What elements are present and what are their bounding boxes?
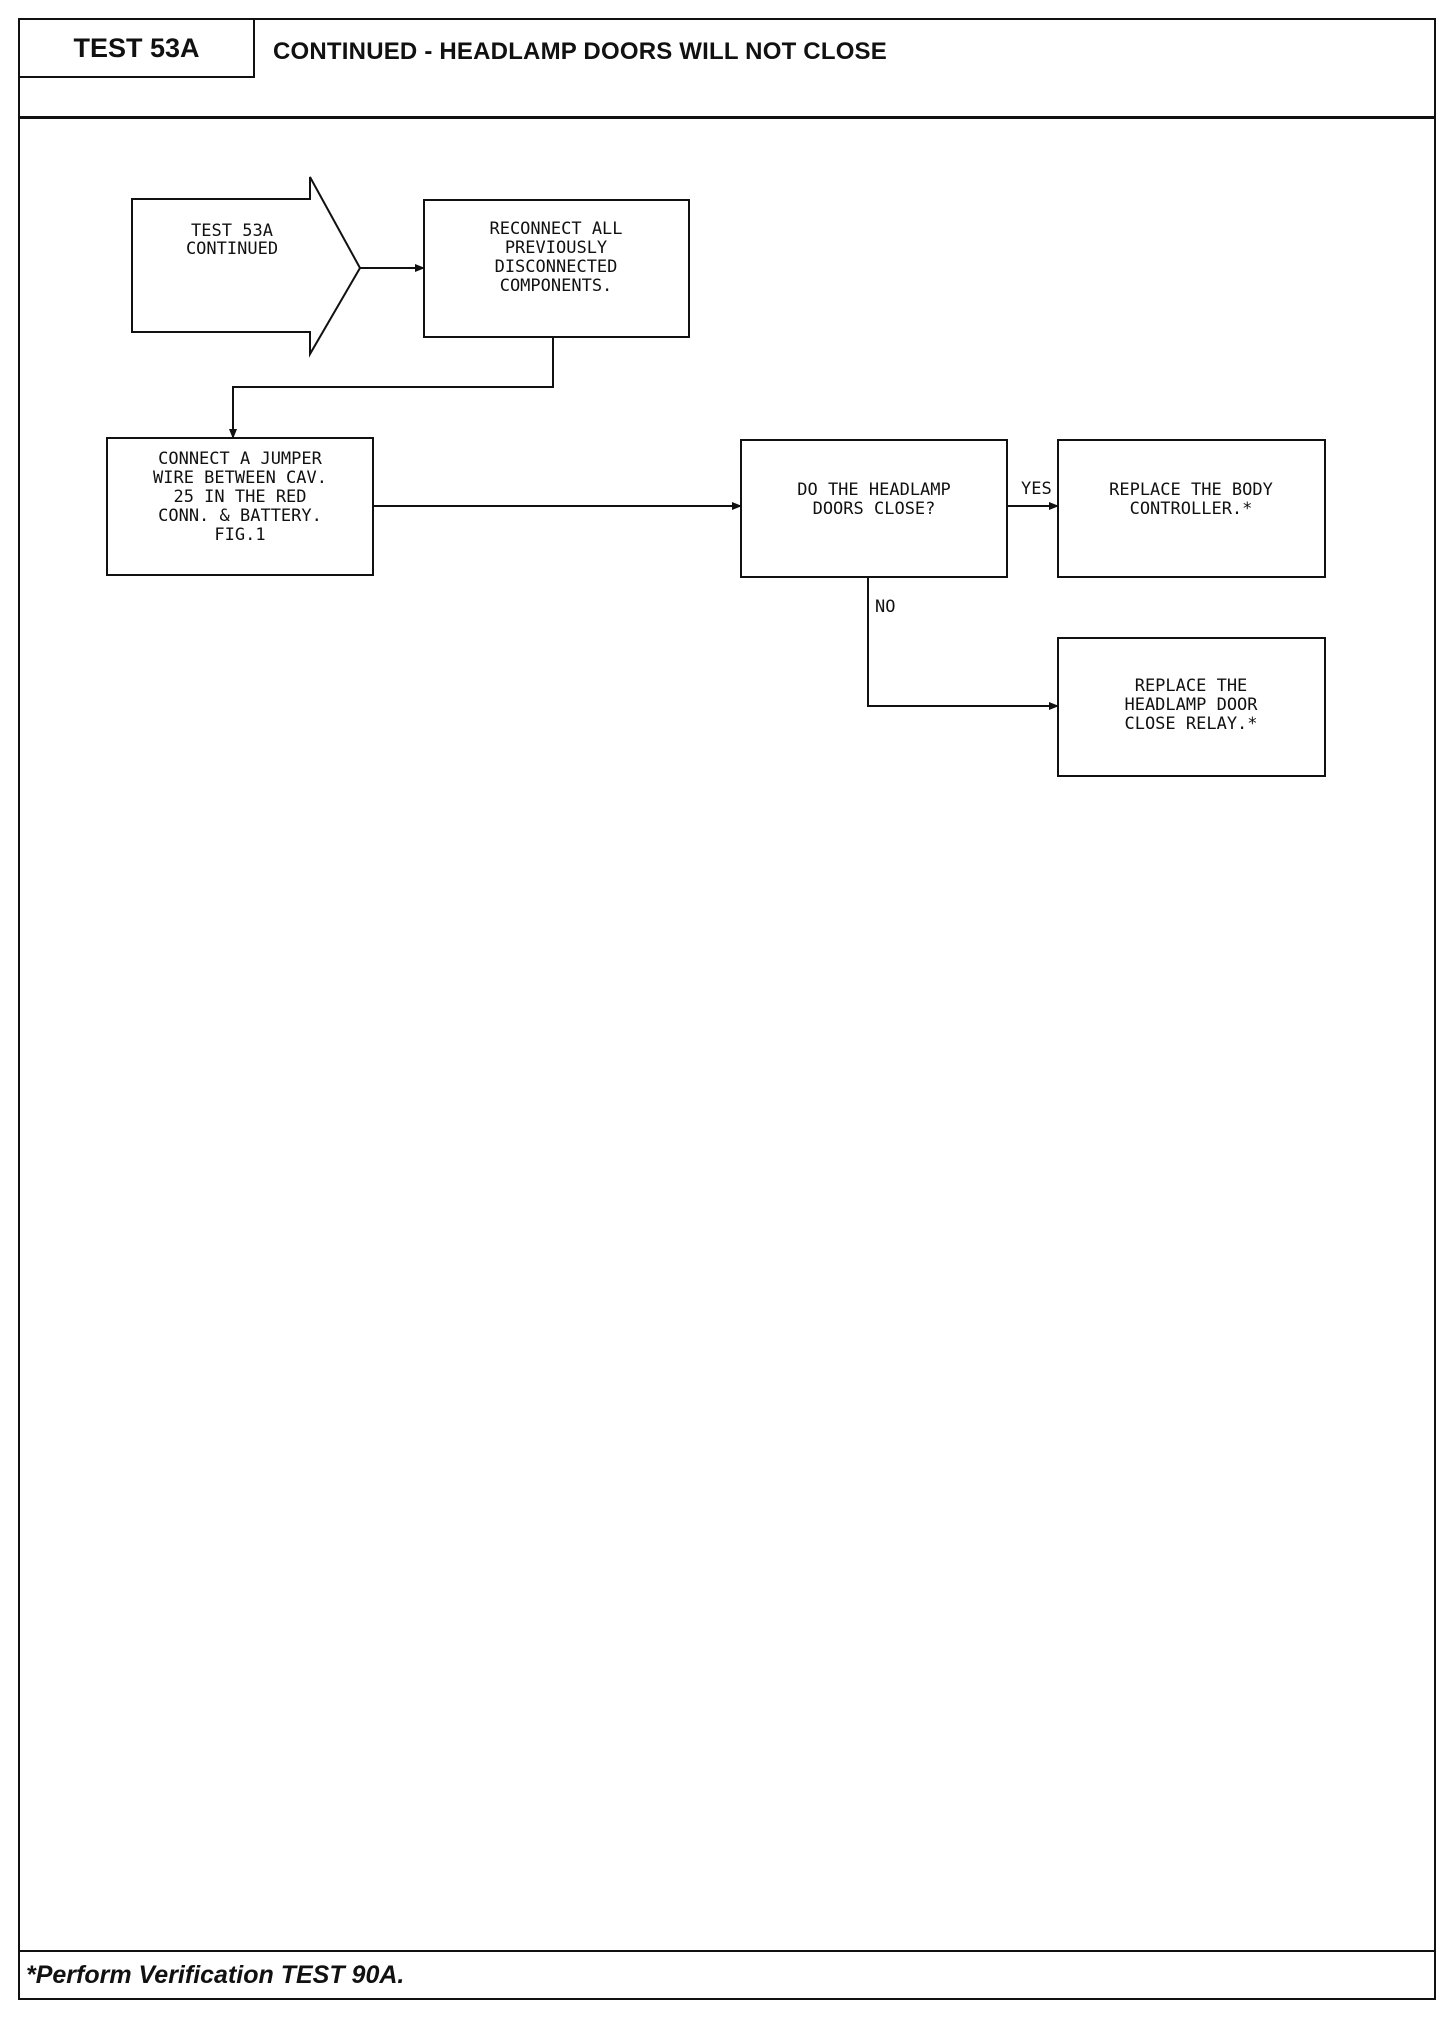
verification-note: *Perform Verification TEST 90A. (26, 1961, 405, 1989)
replace-relay-line-2: HEADLAMP DOOR (1124, 695, 1258, 715)
replace-relay-box (1057, 637, 1326, 777)
jumper-line-4: CONN. & BATTERY. (158, 506, 322, 526)
sheet-footer: *Perform Verification TEST 90A. (20, 1950, 1434, 1998)
reconnect-line-2: PREVIOUSLY (505, 238, 607, 258)
replace-body-controller-node: REPLACE THE BODY CONTROLLER.* (1057, 439, 1326, 578)
reconnect-line-3: DISCONNECTED (495, 257, 618, 277)
entry-arrow-shape (131, 176, 362, 358)
reconnect-node: RECONNECT ALL PREVIOUSLY DISCONNECTED CO… (423, 199, 690, 338)
replace-body-controller-box (1057, 439, 1326, 578)
sheet-header: TEST 53A CONTINUED - HEADLAMP DOORS WILL… (20, 20, 1434, 119)
reconnect-line-4: COMPONENTS. (500, 276, 613, 296)
entry-node: TEST 53A CONTINUED (131, 176, 362, 358)
decision-node: DO THE HEADLAMP DOORS CLOSE? (740, 439, 1008, 578)
jumper-line-3: 25 IN THE RED (173, 487, 306, 507)
edge-decision-no (867, 577, 1059, 710)
decision-line-1: DO THE HEADLAMP (797, 480, 951, 500)
replace-relay-line-3: CLOSE RELAY.* (1124, 714, 1257, 734)
decision-line-2: DOORS CLOSE? (813, 499, 936, 519)
replace-relay-line-1: REPLACE THE (1135, 676, 1248, 696)
yes-label: YES (1021, 479, 1052, 499)
diagnostic-sheet: TEST 53A CONTINUED - HEADLAMP DOORS WILL… (18, 18, 1436, 2000)
entry-label-line-1: TEST 53A (191, 221, 273, 241)
page-title: CONTINUED - HEADLAMP DOORS WILL NOT CLOS… (273, 38, 887, 65)
no-label: NO (875, 597, 895, 617)
jumper-line-2: WIRE BETWEEN CAV. (153, 468, 327, 488)
jumper-line-5: FIG.1 (214, 525, 265, 545)
test-number-label: TEST 53A (20, 20, 255, 78)
decision-box (740, 439, 1008, 578)
entry-label-line-2: CONTINUED (186, 239, 278, 259)
replace-relay-node: REPLACE THE HEADLAMP DOOR CLOSE RELAY.* (1057, 637, 1326, 777)
jumper-box (106, 437, 374, 576)
edge-reconnect-to-jumper (229, 337, 554, 439)
jumper-node: CONNECT A JUMPER WIRE BETWEEN CAV. 25 IN… (106, 437, 374, 576)
jumper-line-1: CONNECT A JUMPER (158, 449, 323, 469)
replace-body-line-2: CONTROLLER.* (1130, 499, 1253, 519)
reconnect-line-1: RECONNECT ALL (489, 219, 622, 239)
reconnect-box (423, 199, 690, 338)
replace-body-line-1: REPLACE THE BODY (1109, 480, 1273, 500)
